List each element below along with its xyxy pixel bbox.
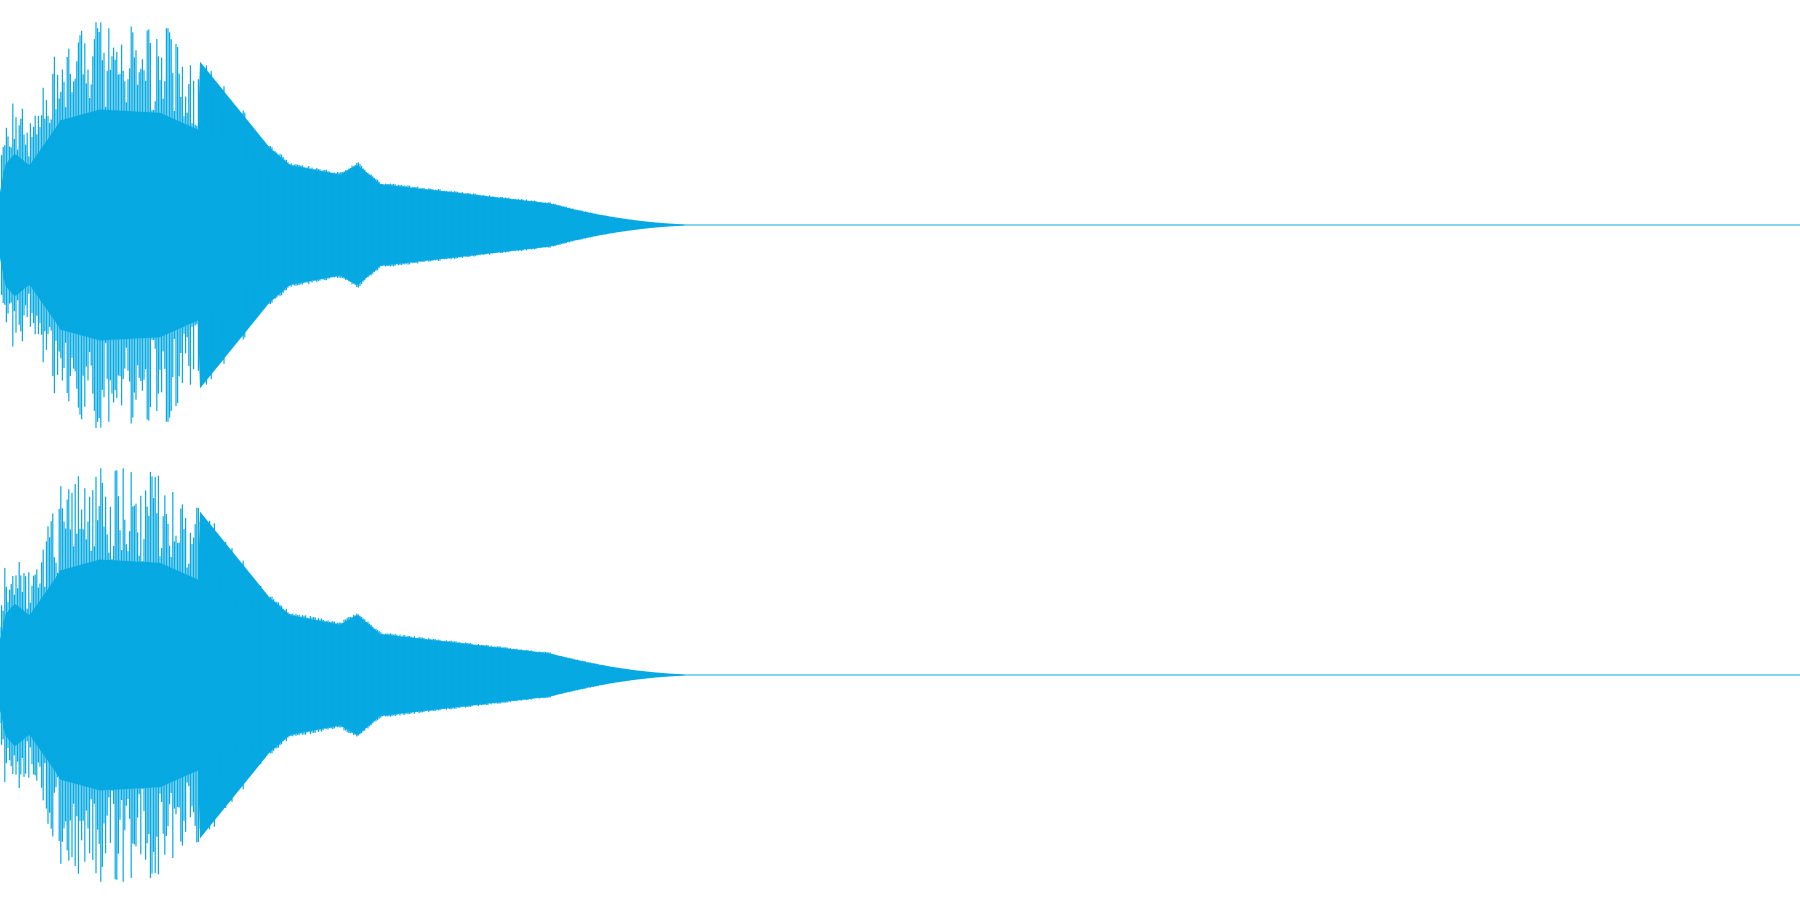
waveform-spikes xyxy=(0,468,710,882)
channel-right-waveform[interactable] xyxy=(0,450,1800,900)
waveform-spikes xyxy=(0,22,710,428)
channel-left-waveform[interactable] xyxy=(0,0,1800,450)
channel-right-svg xyxy=(0,468,1800,882)
channel-left-svg xyxy=(0,22,1800,428)
